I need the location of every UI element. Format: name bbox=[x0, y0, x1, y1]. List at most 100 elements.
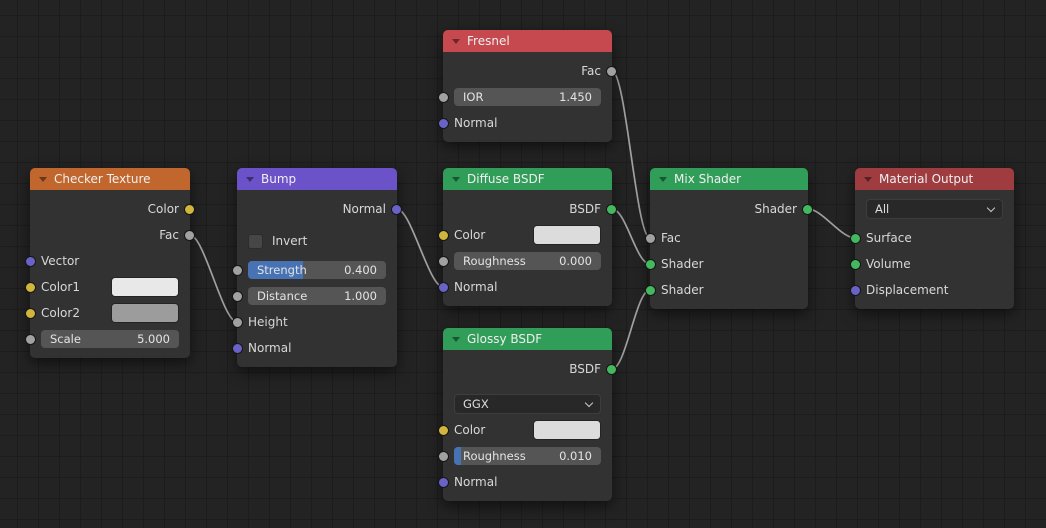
fresnel-title: Fresnel bbox=[467, 34, 510, 48]
glossy-roughness-input-socket[interactable] bbox=[438, 450, 449, 462]
glossy-normal-input-socket[interactable] bbox=[438, 476, 449, 488]
collapse-triangle-icon[interactable] bbox=[39, 176, 47, 182]
node-bump[interactable]: Bump Normal Invert Strength 0.400 bbox=[232, 168, 402, 367]
collapse-triangle-icon[interactable] bbox=[452, 176, 460, 182]
checker-fac-output-row: Fac bbox=[30, 222, 195, 248]
glossy-bsdf-output-socket[interactable] bbox=[606, 363, 617, 375]
socket-label: Fac bbox=[581, 64, 601, 78]
bump-header[interactable]: Bump bbox=[237, 168, 397, 190]
fresnel-header[interactable]: Fresnel bbox=[443, 30, 612, 52]
diffuse-bsdf-header[interactable]: Diffuse BSDF bbox=[443, 168, 612, 190]
output-surface-input-row: Surface bbox=[850, 225, 1014, 251]
diffuse-bsdf-output-socket[interactable] bbox=[606, 203, 617, 215]
glossy-color-swatch[interactable] bbox=[533, 420, 601, 440]
socket-label: Normal bbox=[454, 116, 498, 130]
glossy-normal-input-row: Normal bbox=[438, 469, 612, 495]
field-label: Strength bbox=[257, 263, 307, 277]
collapse-triangle-icon[interactable] bbox=[246, 176, 254, 182]
material-output-header[interactable]: Material Output bbox=[855, 168, 1014, 190]
checker-color1-input-row: Color1 bbox=[25, 274, 190, 300]
ior-value-field[interactable]: IOR 1.450 bbox=[454, 88, 601, 106]
diffuse-color-row: Color bbox=[438, 222, 612, 248]
diffuse-normal-input-row: Normal bbox=[438, 274, 612, 300]
socket-label: Color bbox=[147, 202, 179, 216]
diffuse-normal-input-socket[interactable] bbox=[438, 281, 449, 293]
diffuse-roughness-input-socket[interactable] bbox=[438, 255, 449, 267]
color1-swatch[interactable] bbox=[111, 277, 179, 297]
bump-normal-input-socket[interactable] bbox=[232, 342, 243, 354]
node-mix-shader[interactable]: Mix Shader Shader Fac Shader Shader bbox=[645, 168, 813, 309]
scale-value-field[interactable]: Scale 5.000 bbox=[41, 330, 179, 348]
fresnel-normal-input-row: Normal bbox=[438, 110, 612, 136]
checker-vector-input-socket[interactable] bbox=[25, 255, 36, 267]
mix-shader1-input-socket[interactable] bbox=[645, 258, 656, 270]
output-volume-input-socket[interactable] bbox=[850, 258, 861, 270]
bump-normal-output-socket[interactable] bbox=[391, 203, 402, 215]
field-label: IOR bbox=[463, 90, 484, 104]
collapse-triangle-icon[interactable] bbox=[452, 38, 460, 44]
bump-normal-output-row: Normal bbox=[237, 196, 402, 222]
field-label: Distance bbox=[257, 289, 308, 303]
diffuse-color-input-socket[interactable] bbox=[438, 229, 449, 241]
color2-swatch[interactable] bbox=[111, 303, 179, 323]
diffuse-color-swatch[interactable] bbox=[533, 225, 601, 245]
mix-shader1-input-row: Shader bbox=[645, 251, 808, 277]
node-checker-texture[interactable]: Checker Texture Color Fac Vector Color1 bbox=[25, 168, 195, 358]
glossy-color-input-socket[interactable] bbox=[438, 424, 449, 436]
node-diffuse-bsdf[interactable]: Diffuse BSDF BSDF Color Roughness 0.000 bbox=[438, 168, 617, 306]
strength-slider[interactable]: Strength 0.400 bbox=[248, 261, 386, 279]
invert-checkbox[interactable] bbox=[248, 233, 263, 249]
fresnel-fac-output-row: Fac bbox=[443, 58, 617, 84]
node-glossy-bsdf[interactable]: Glossy BSDF BSDF GGX Color bbox=[438, 328, 617, 501]
wire-fresnel-fac-to-mix-fac bbox=[611, 70, 651, 239]
mix-fac-input-socket[interactable] bbox=[645, 232, 656, 244]
mix-shader-title: Mix Shader bbox=[674, 172, 742, 186]
collapse-triangle-icon[interactable] bbox=[864, 176, 872, 182]
target-dropdown[interactable]: All bbox=[866, 199, 1003, 219]
fresnel-fac-output-socket[interactable] bbox=[606, 65, 617, 77]
collapse-triangle-icon[interactable] bbox=[659, 176, 667, 182]
field-label: Scale bbox=[50, 332, 81, 346]
fresnel-normal-input-socket[interactable] bbox=[438, 117, 449, 129]
checker-fac-output-socket[interactable] bbox=[184, 229, 195, 241]
checker-color2-input-socket[interactable] bbox=[25, 307, 36, 319]
field-value: 0.000 bbox=[559, 254, 592, 268]
checker-color-output-socket[interactable] bbox=[184, 203, 195, 215]
roughness-slider[interactable]: Roughness 0.010 bbox=[454, 447, 601, 465]
distance-value-field[interactable]: Distance 1.000 bbox=[248, 287, 386, 305]
bump-strength-input-socket[interactable] bbox=[232, 264, 243, 276]
checker-vector-input-row: Vector bbox=[25, 248, 190, 274]
socket-label: Shader bbox=[661, 283, 704, 297]
distribution-dropdown[interactable]: GGX bbox=[454, 394, 601, 414]
socket-label: Normal bbox=[454, 475, 498, 489]
mix-shader-output-socket[interactable] bbox=[802, 203, 813, 215]
socket-label: Fac bbox=[661, 231, 681, 245]
slider-fill bbox=[248, 261, 304, 279]
mix-shader-header[interactable]: Mix Shader bbox=[650, 168, 808, 190]
field-value: 5.000 bbox=[137, 332, 170, 346]
checker-scale-input-socket[interactable] bbox=[25, 333, 36, 345]
socket-label: Shader bbox=[661, 257, 704, 271]
checker-texture-title: Checker Texture bbox=[54, 172, 151, 186]
node-fresnel[interactable]: Fresnel Fac IOR 1.450 Normal bbox=[438, 30, 617, 142]
socket-label: BSDF bbox=[569, 202, 601, 216]
bump-height-input-socket[interactable] bbox=[232, 316, 243, 328]
chevron-down-icon bbox=[584, 398, 594, 408]
collapse-triangle-icon[interactable] bbox=[452, 336, 460, 342]
wire-glossy-bsdf-to-mix-shader2 bbox=[611, 289, 651, 370]
output-displacement-input-socket[interactable] bbox=[850, 284, 861, 296]
checkbox-label: Invert bbox=[272, 234, 308, 248]
socket-label: Color2 bbox=[41, 306, 80, 320]
output-surface-input-socket[interactable] bbox=[850, 232, 861, 244]
glossy-bsdf-header[interactable]: Glossy BSDF bbox=[443, 328, 612, 350]
checker-texture-header[interactable]: Checker Texture bbox=[30, 168, 190, 190]
glossy-distribution-row: GGX bbox=[443, 391, 612, 417]
fresnel-ior-input-socket[interactable] bbox=[438, 91, 449, 103]
socket-label: Height bbox=[248, 315, 288, 329]
node-material-output[interactable]: Material Output All Surface Volume Displ… bbox=[850, 168, 1014, 309]
checker-color1-input-socket[interactable] bbox=[25, 281, 36, 293]
mix-shader2-input-socket[interactable] bbox=[645, 284, 656, 296]
roughness-slider[interactable]: Roughness 0.000 bbox=[454, 252, 601, 270]
bump-distance-input-socket[interactable] bbox=[232, 290, 243, 302]
